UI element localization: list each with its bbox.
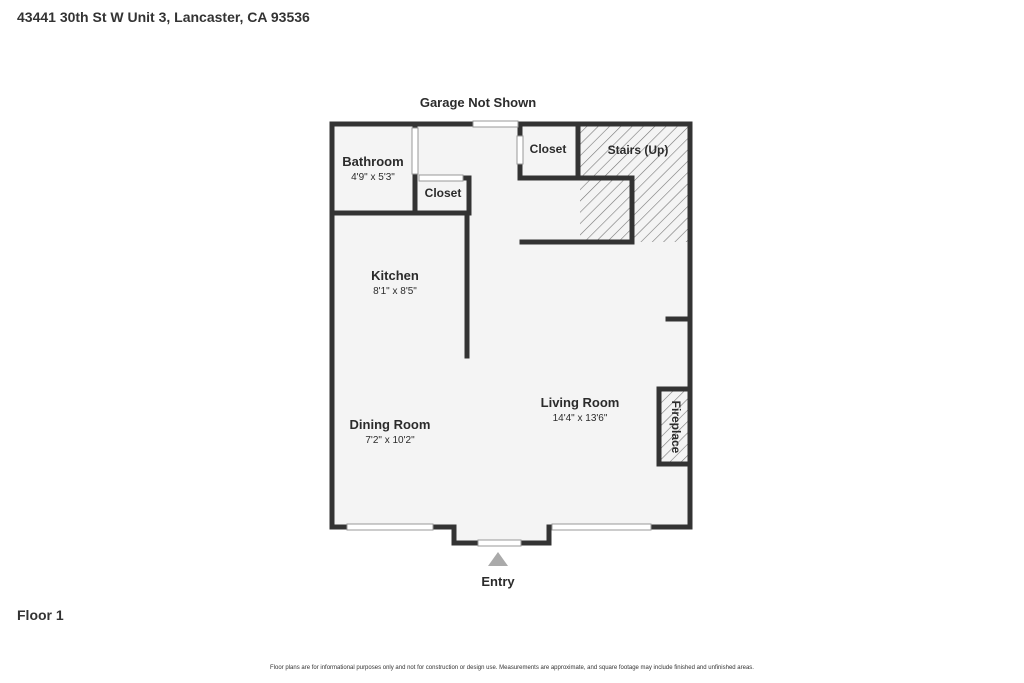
living-dims: 14'4" x 13'6"	[553, 413, 608, 424]
top-opening	[472, 120, 519, 128]
bath-door	[411, 127, 419, 175]
living-window	[551, 523, 652, 531]
living-name: Living Room	[541, 395, 620, 410]
windows	[346, 120, 652, 547]
property-address: 43441 30th St W Unit 3, Lancaster, CA 93…	[17, 9, 310, 25]
walls	[329, 121, 693, 546]
stairs-name: Stairs (Up)	[608, 143, 669, 157]
fireplace-name: Fireplace	[669, 401, 683, 454]
closet-door	[516, 135, 524, 165]
closet-top-name: Closet	[530, 142, 567, 156]
kitchen-name: Kitchen	[371, 268, 419, 283]
entry-arrow-icon	[488, 552, 508, 566]
stairs-area	[580, 124, 690, 242]
entry-label: Entry	[481, 574, 515, 589]
floor-label: Floor 1	[17, 607, 64, 623]
dining-window	[346, 523, 434, 531]
bathroom-dims: 4'9" x 5'3"	[351, 172, 395, 183]
fireplace-area	[659, 389, 688, 464]
entry-door	[477, 539, 522, 547]
garage-note: Garage Not Shown	[420, 95, 536, 110]
disclaimer-text: Floor plans are for informational purpos…	[270, 665, 754, 671]
kitchen-dims: 8'1" x 8'5"	[373, 286, 417, 297]
bath-closet-door	[418, 174, 464, 182]
closet-bath-name: Closet	[425, 186, 462, 200]
dining-name: Dining Room	[350, 417, 431, 432]
dining-dims: 7'2" x 10'2"	[365, 435, 415, 446]
bathroom-name: Bathroom	[342, 154, 403, 169]
